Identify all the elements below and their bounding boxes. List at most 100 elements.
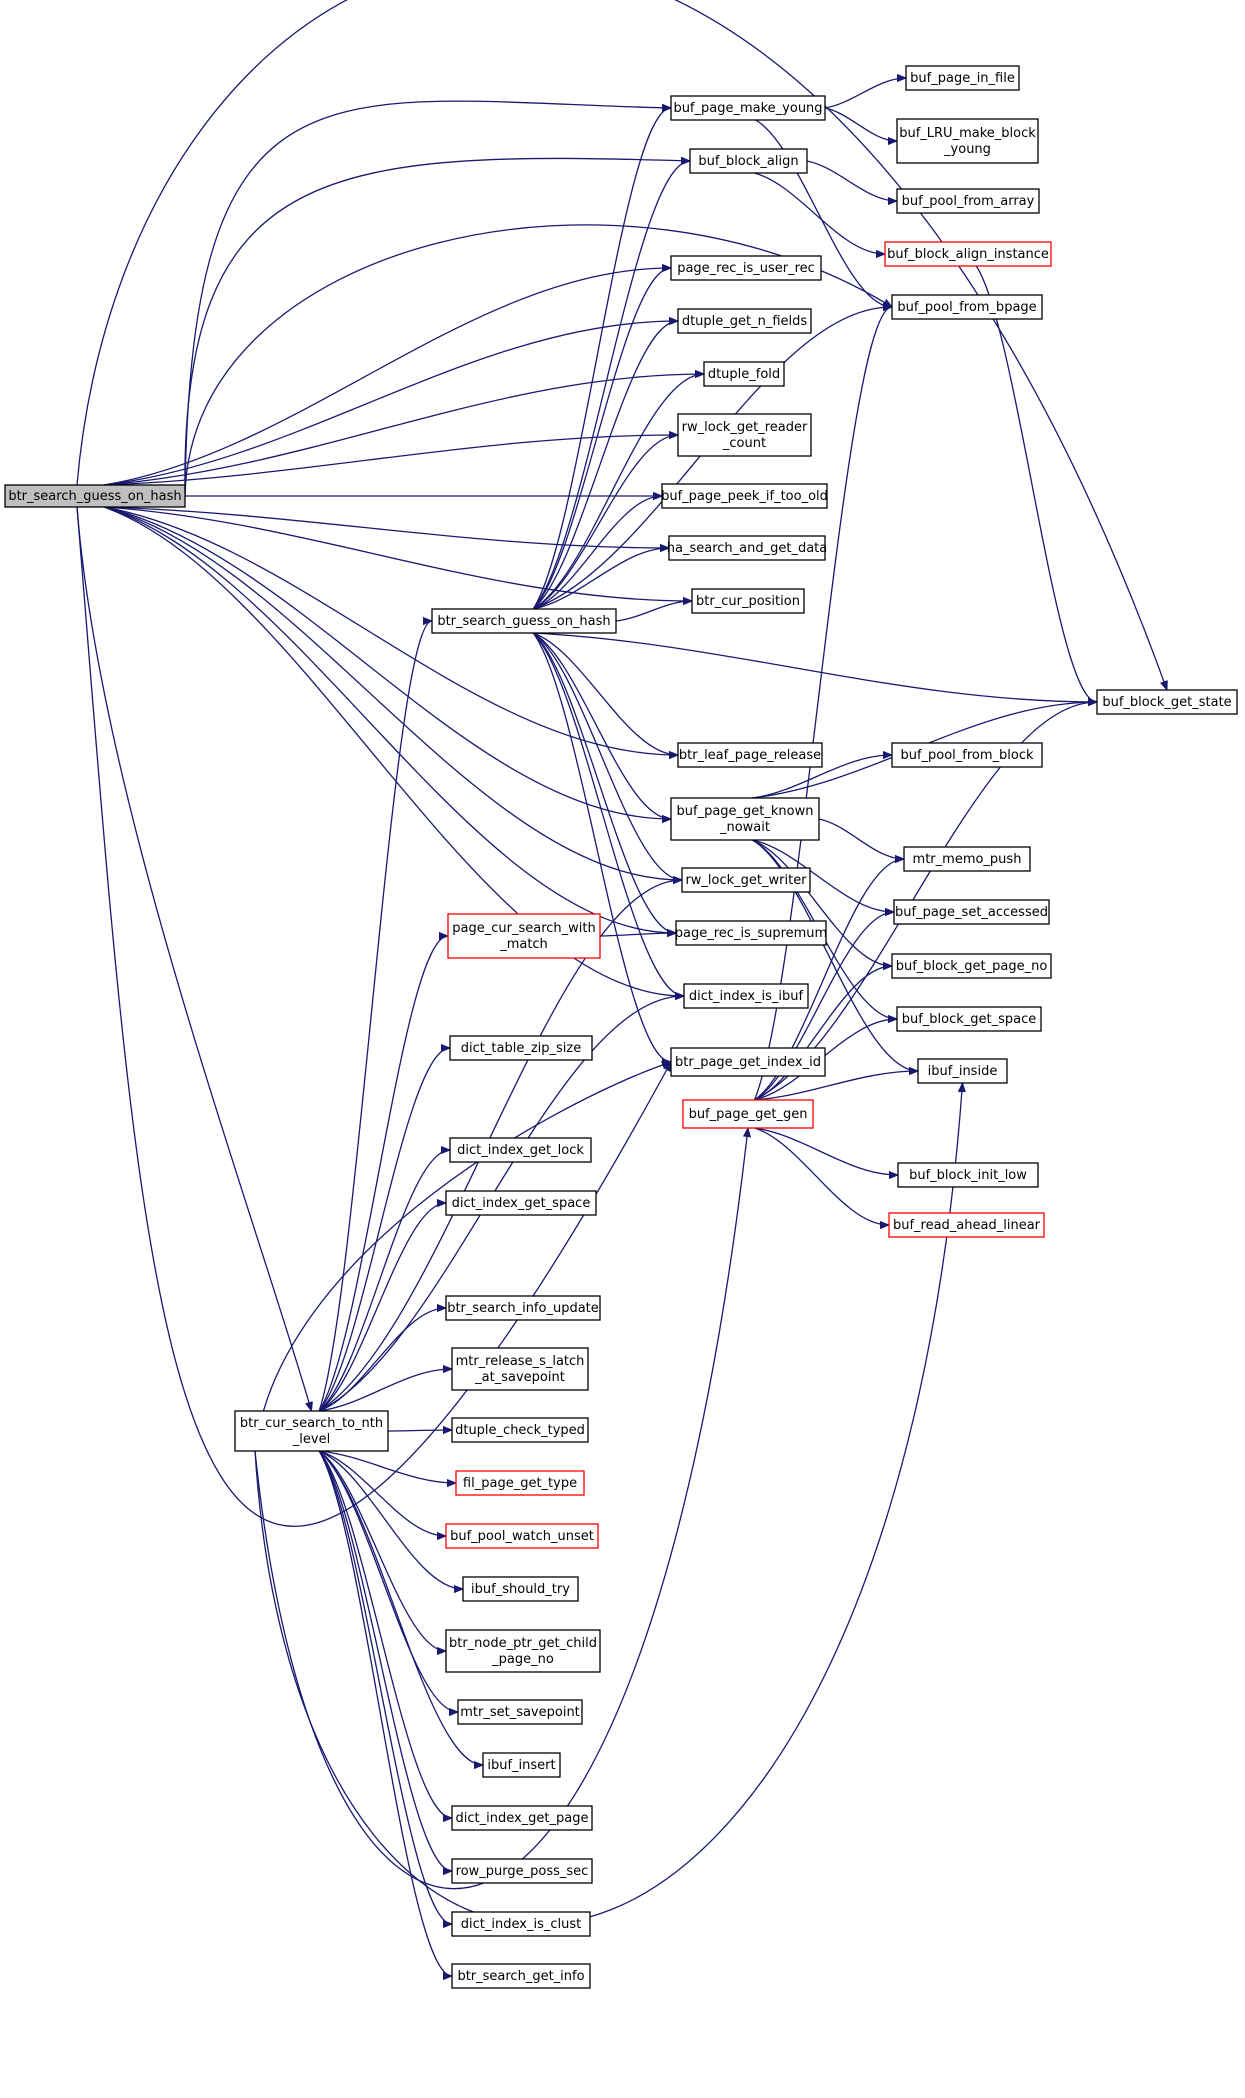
node-box[interactable] (893, 899, 1050, 925)
node-dict-index-is-ibuf[interactable]: dict_index_is_ibuf (683, 983, 809, 1009)
node-buf-pool-from-array[interactable]: buf_pool_from_array (896, 188, 1040, 214)
node-box[interactable] (451, 1805, 593, 1831)
node-ibuf-should-try[interactable]: ibuf_should_try (462, 1576, 579, 1602)
node-ibuf-insert[interactable]: ibuf_insert (482, 1752, 561, 1778)
node-buf-LRU-make-block-young[interactable]: buf_LRU_make_block_young (896, 118, 1039, 164)
node-box[interactable] (668, 535, 826, 561)
node-box[interactable] (884, 241, 1052, 267)
node-box[interactable] (896, 188, 1040, 214)
node-box[interactable] (445, 1190, 597, 1216)
node-box[interactable] (451, 1417, 589, 1443)
node-box[interactable] (445, 1295, 601, 1321)
node-dtuple-get-n-fields[interactable]: dtuple_get_n_fields (677, 308, 812, 334)
node-box[interactable] (677, 413, 812, 457)
node-page-rec-is-supremum[interactable]: page_rec_is_supremum (675, 920, 827, 946)
node-box[interactable] (683, 983, 809, 1009)
node-box[interactable] (891, 742, 1043, 768)
node-box[interactable] (455, 1470, 585, 1496)
node-buf-block-get-space[interactable]: buf_block_get_space (896, 1006, 1042, 1032)
node-box[interactable] (1096, 689, 1238, 715)
node-buf-page-in-file[interactable]: buf_page_in_file (905, 65, 1020, 91)
node-ibuf-inside[interactable]: ibuf_inside (917, 1058, 1008, 1084)
node-btr-cur-position[interactable]: btr_cur_position (691, 588, 805, 614)
node-fil-page-get-type[interactable]: fil_page_get_type (455, 1470, 585, 1496)
node-box[interactable] (681, 867, 811, 893)
node-buf-page-peek-if-too-old[interactable]: buf_page_peek_if_too_old (661, 483, 828, 509)
node-dict-table-zip-size[interactable]: dict_table_zip_size (449, 1035, 593, 1061)
node-buf-block-get-state[interactable]: buf_block_get_state (1096, 689, 1238, 715)
node-row-purge-poss-sec[interactable]: row_purge_poss_sec (451, 1858, 593, 1884)
node-box[interactable] (451, 1911, 591, 1937)
node-box[interactable] (917, 1058, 1008, 1084)
node-box[interactable] (897, 1162, 1039, 1188)
node-box[interactable] (670, 1047, 826, 1077)
node-box[interactable] (670, 255, 822, 281)
node-box[interactable] (4, 484, 186, 508)
node-rw-lock-get-writer[interactable]: rw_lock_get_writer (681, 867, 811, 893)
node-box[interactable] (451, 1347, 589, 1391)
node-box[interactable] (449, 1137, 592, 1163)
node-box[interactable] (462, 1576, 579, 1602)
node-btr-search-info-update[interactable]: btr_search_info_update (445, 1295, 601, 1321)
node-buf-page-get-known-nowait[interactable]: buf_page_get_known_nowait (670, 797, 820, 841)
node-box[interactable] (445, 1629, 601, 1673)
node-buf-pool-from-bpage[interactable]: buf_pool_from_bpage (891, 294, 1043, 320)
node-mtr-set-savepoint[interactable]: mtr_set_savepoint (457, 1699, 583, 1725)
node-box[interactable] (903, 846, 1031, 872)
node-box[interactable] (445, 1523, 599, 1549)
node-box[interactable] (682, 1099, 814, 1129)
node-box[interactable] (447, 913, 601, 959)
node-box[interactable] (677, 742, 823, 768)
node-btr-cur-search-to-nth-level[interactable]: btr_cur_search_to_nth_level (234, 1410, 389, 1452)
node-box[interactable] (482, 1752, 561, 1778)
node-page-cur-search-with-match[interactable]: page_cur_search_with_match (447, 913, 601, 959)
node-box[interactable] (670, 797, 820, 841)
node-box[interactable] (689, 148, 808, 174)
node-box[interactable] (703, 361, 785, 387)
node-box[interactable] (888, 1212, 1045, 1238)
node-box[interactable] (896, 1006, 1042, 1032)
node-box[interactable] (670, 95, 826, 121)
node-btr-page-get-index-id[interactable]: btr_page_get_index_id (670, 1047, 826, 1077)
node-box[interactable] (691, 588, 805, 614)
node-btr-node-ptr-get-child-page-no[interactable]: btr_node_ptr_get_child_page_no (445, 1629, 601, 1673)
node-box[interactable] (677, 308, 812, 334)
node-rw-lock-get-reader-count[interactable]: rw_lock_get_reader_count (677, 413, 812, 457)
node-dtuple-check-typed[interactable]: dtuple_check_typed (451, 1417, 589, 1443)
node-buf-read-ahead-linear[interactable]: buf_read_ahead_linear (888, 1212, 1045, 1238)
node-buf-pool-from-block[interactable]: buf_pool_from_block (891, 742, 1043, 768)
node-buf-block-align-instance[interactable]: buf_block_align_instance (884, 241, 1052, 267)
node-box[interactable] (234, 1410, 389, 1452)
node-dict-index-get-space[interactable]: dict_index_get_space (445, 1190, 597, 1216)
node-btr-search-guess-on-hash-2[interactable]: btr_search_guess_on_hash (431, 608, 617, 634)
node-btr-leaf-page-release[interactable]: btr_leaf_page_release (677, 742, 823, 768)
node-buf-page-make-young[interactable]: buf_page_make_young (670, 95, 826, 121)
node-buf-block-init-low[interactable]: buf_block_init_low (897, 1162, 1039, 1188)
node-mtr-release-s-latch-at-savepoint[interactable]: mtr_release_s_latch_at_savepoint (451, 1347, 589, 1391)
node-page-rec-is-user-rec[interactable]: page_rec_is_user_rec (670, 255, 822, 281)
node-buf-block-align[interactable]: buf_block_align (689, 148, 808, 174)
node-ha-search-and-get-data[interactable]: ha_search_and_get_data (667, 535, 827, 561)
node-box[interactable] (675, 920, 827, 946)
node-buf-pool-watch-unset[interactable]: buf_pool_watch_unset (445, 1523, 599, 1549)
node-box[interactable] (451, 1858, 593, 1884)
node-dict-index-is-clust[interactable]: dict_index_is_clust (451, 1911, 591, 1937)
node-dtuple-fold[interactable]: dtuple_fold (703, 361, 785, 387)
node-btr-search-get-info[interactable]: btr_search_get_info (451, 1963, 591, 1989)
node-box[interactable] (896, 118, 1039, 164)
node-box[interactable] (457, 1699, 583, 1725)
node-buf-block-get-page-no[interactable]: buf_block_get_page_no (891, 953, 1052, 979)
node-dict-index-get-lock[interactable]: dict_index_get_lock (449, 1137, 592, 1163)
node-box[interactable] (431, 608, 617, 634)
node-box[interactable] (661, 483, 828, 509)
node-root[interactable]: btr_search_guess_on_hash (4, 484, 186, 508)
node-box[interactable] (905, 65, 1020, 91)
node-dict-index-get-page[interactable]: dict_index_get_page (451, 1805, 593, 1831)
node-buf-page-get-gen[interactable]: buf_page_get_gen (682, 1099, 814, 1129)
node-buf-page-set-accessed[interactable]: buf_page_set_accessed (893, 899, 1050, 925)
node-box[interactable] (891, 294, 1043, 320)
node-mtr-memo-push[interactable]: mtr_memo_push (903, 846, 1031, 872)
node-box[interactable] (891, 953, 1052, 979)
node-box[interactable] (451, 1963, 591, 1989)
node-box[interactable] (449, 1035, 593, 1061)
